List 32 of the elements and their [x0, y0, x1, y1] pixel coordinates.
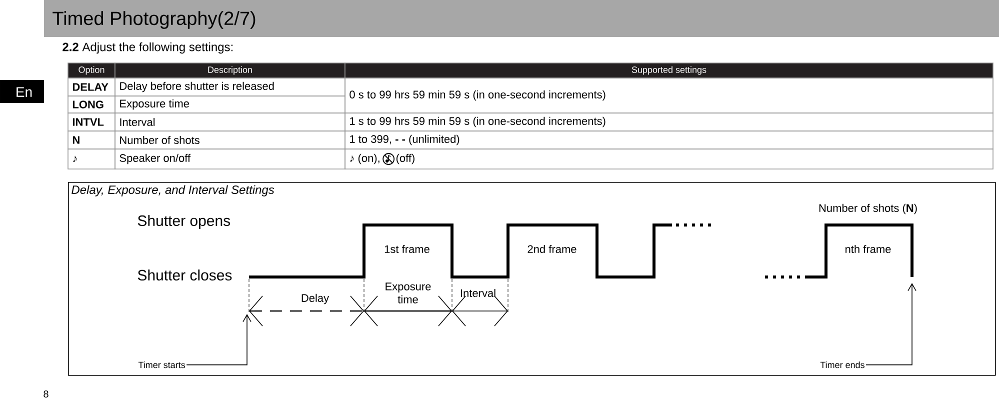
dimension-label: Delay	[302, 294, 330, 304]
table-cell: 1 to 399, - - (unlimited)	[344, 130, 994, 150]
page-number: 8	[44, 390, 48, 398]
table-cell: ♪	[68, 148, 116, 170]
table-cell: Speaker on/off	[114, 148, 346, 170]
table-cell: ♪ (on), (off)	[344, 148, 994, 170]
table-cell: Delay before shutter is released	[114, 78, 346, 96]
callout-text: Timer starts	[138, 362, 186, 368]
dimension-label: Interval	[461, 288, 496, 298]
table-cell: 1 s to 99 hrs 59 min 59 s (in one-second increments)	[344, 112, 994, 132]
leader-line	[186, 314, 252, 366]
frame-label: 1st frame	[384, 244, 430, 254]
title-bar: Timed Photography(2/7)	[44, 0, 999, 37]
frame-label: 2nd frame	[528, 244, 576, 254]
dimension-label: Exposure time	[386, 282, 431, 304]
table-cell: Number of shots	[114, 130, 346, 150]
leader-line	[866, 283, 916, 366]
table-cell: 0 s to 99 hrs 59 min 59 s (in one-second increments)	[344, 78, 994, 114]
count-label: Number of shots (N)	[819, 204, 917, 214]
callout-text: Timer ends	[820, 362, 864, 368]
table-cell: INTVL	[68, 112, 116, 132]
table-header-cell: Option	[68, 62, 116, 78]
table-cell: N	[68, 130, 116, 150]
frame-label: nth frame	[846, 244, 891, 254]
table-cell: DELAY	[68, 78, 116, 96]
table-cell: Interval	[114, 112, 346, 132]
table-cell: Exposure time	[114, 96, 346, 114]
instruction-text: 2.2 Adjust the following settings:	[62, 42, 233, 54]
language-tab: En	[0, 80, 44, 103]
level-label: Shutter closes	[138, 270, 232, 280]
table-cell: LONG	[68, 96, 116, 114]
level-label: Shutter opens	[138, 215, 230, 229]
